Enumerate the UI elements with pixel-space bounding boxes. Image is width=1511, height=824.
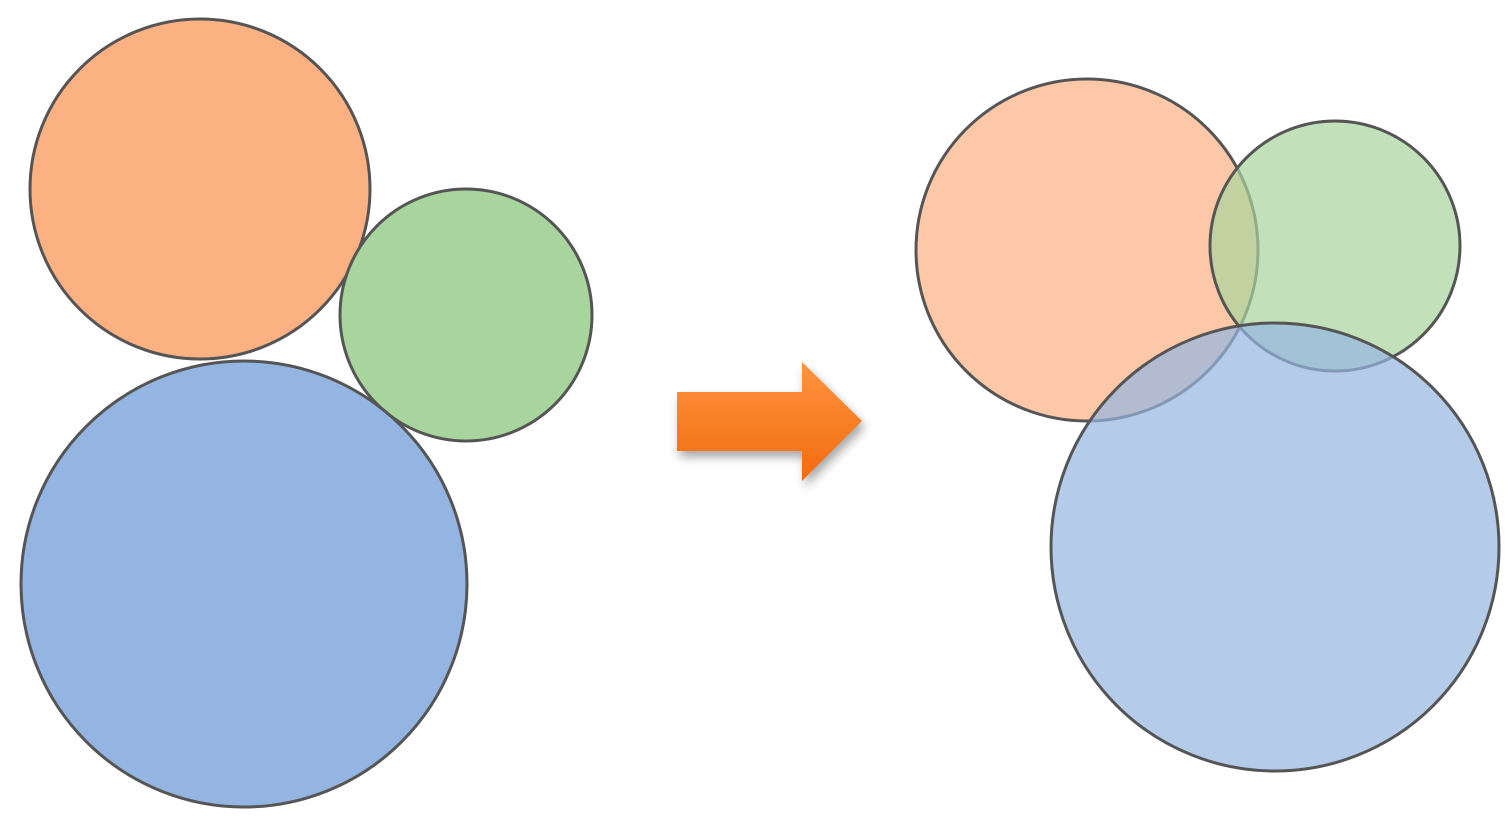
arrow-right-icon [677, 362, 862, 481]
before-group [19, 17, 594, 809]
before-blue-circle [19, 359, 469, 809]
before-green-circle [338, 187, 594, 443]
after-blue-circle [1049, 321, 1501, 773]
before-orange-circle [28, 17, 372, 361]
after-group [914, 77, 1501, 773]
